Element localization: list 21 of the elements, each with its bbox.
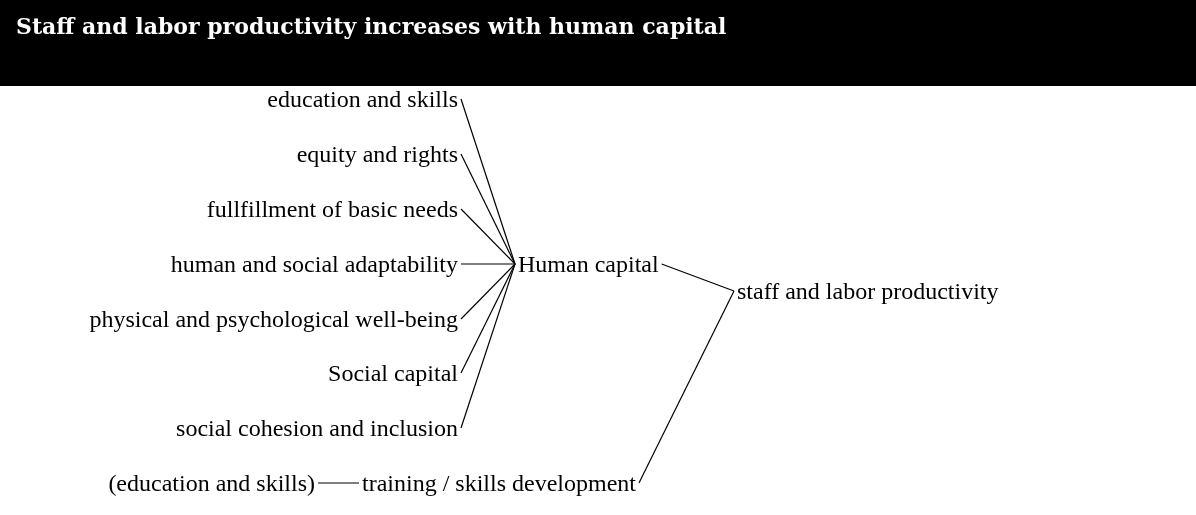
title: Staff and labor productivity increases with human capital bbox=[16, 12, 727, 41]
node-label: staff and labor productivity bbox=[737, 276, 999, 306]
connector-line bbox=[460, 263, 516, 429]
node-label: Social capital bbox=[328, 358, 458, 388]
connector-line bbox=[317, 482, 360, 484]
node-label: equity and rights bbox=[296, 139, 458, 169]
connector-line bbox=[460, 263, 516, 320]
node-label: fullfillment of basic needs bbox=[206, 194, 458, 224]
connector-line bbox=[661, 263, 735, 292]
node-label: (education and skills) bbox=[108, 468, 315, 498]
connector-line bbox=[638, 290, 735, 484]
connector-line bbox=[460, 98, 516, 265]
connector-line bbox=[460, 153, 516, 265]
node-label: social cohesion and inclusion bbox=[176, 413, 458, 443]
node-label: physical and psychological well-being bbox=[89, 304, 458, 334]
node-label: training / skills development bbox=[362, 468, 636, 498]
node-label: education and skills bbox=[267, 84, 458, 114]
connector-line bbox=[460, 208, 516, 265]
node-label: Human capital bbox=[518, 249, 659, 279]
connector-line bbox=[460, 263, 516, 265]
node-label: human and social adaptability bbox=[170, 249, 458, 279]
